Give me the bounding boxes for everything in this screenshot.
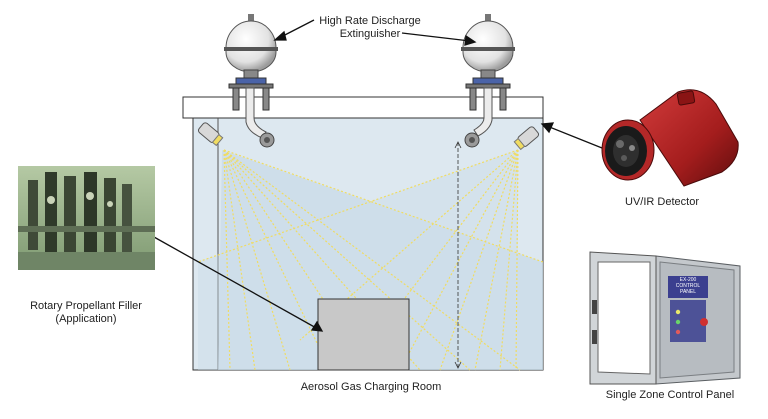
filler-photo: [18, 166, 155, 270]
annotation-arrows: [153, 19, 613, 332]
discharge-coverage: [198, 150, 543, 370]
room-label: Aerosol Gas Charging Room: [300, 381, 442, 393]
filler-equipment-box: [317, 298, 410, 371]
left-room-detector-icon: [197, 122, 224, 147]
panel-sign-title: CONTROL PANEL: [675, 283, 701, 295]
panel-sign-model: EX-200: [679, 277, 697, 283]
filler-label: Rotary Propellant Filler (Application): [30, 300, 142, 325]
panel-sign: EX-200 CONTROL PANEL: [668, 277, 708, 295]
detector-label: UV/IR Detector: [625, 196, 699, 208]
detector-photo: [601, 89, 739, 187]
panel-label: Single Zone Control Panel: [605, 389, 735, 401]
control-panel-photo: [589, 251, 741, 385]
height-dimension: [454, 141, 462, 369]
left-extinguisher-icon: [224, 14, 278, 148]
right-extinguisher-icon: [461, 14, 515, 148]
right-room-detector-icon: [513, 126, 540, 151]
extinguisher-label: High Rate Discharge Extinguisher: [319, 15, 421, 40]
